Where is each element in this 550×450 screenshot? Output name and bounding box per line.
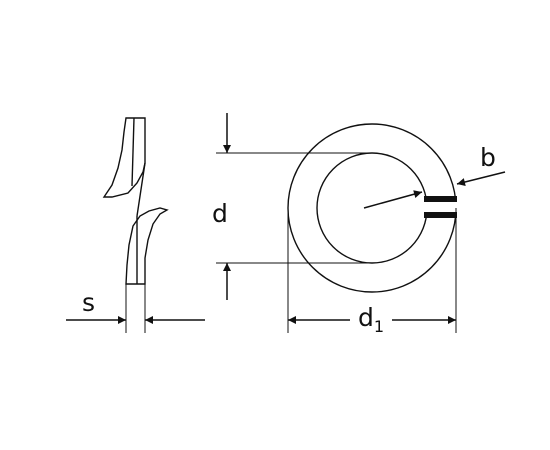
split-gap-bar-top	[424, 196, 457, 202]
b-arrow	[456, 171, 506, 186]
d-dimension	[216, 113, 372, 300]
s-dimension	[66, 284, 205, 333]
split-gap	[423, 196, 458, 218]
side-view-upper-edge	[131, 117, 135, 187]
side-view	[102, 117, 169, 285]
side-view-lower-half	[125, 207, 169, 285]
split-gap-bar-bottom	[424, 212, 457, 218]
side-view-divider	[136, 162, 146, 217]
d1-label-main: d	[358, 303, 374, 332]
side-view-upper-half	[102, 117, 146, 198]
d1-label-subscript: 1	[374, 317, 384, 336]
b-label: b	[480, 143, 496, 172]
split-gap-white	[423, 202, 458, 212]
d-label: d	[212, 199, 228, 228]
d1-dimension	[287, 208, 457, 333]
inner-circle	[316, 152, 428, 264]
s-label: s	[82, 288, 95, 317]
radius-pointer-arrow	[363, 190, 423, 209]
d1-label: d1	[358, 303, 384, 336]
